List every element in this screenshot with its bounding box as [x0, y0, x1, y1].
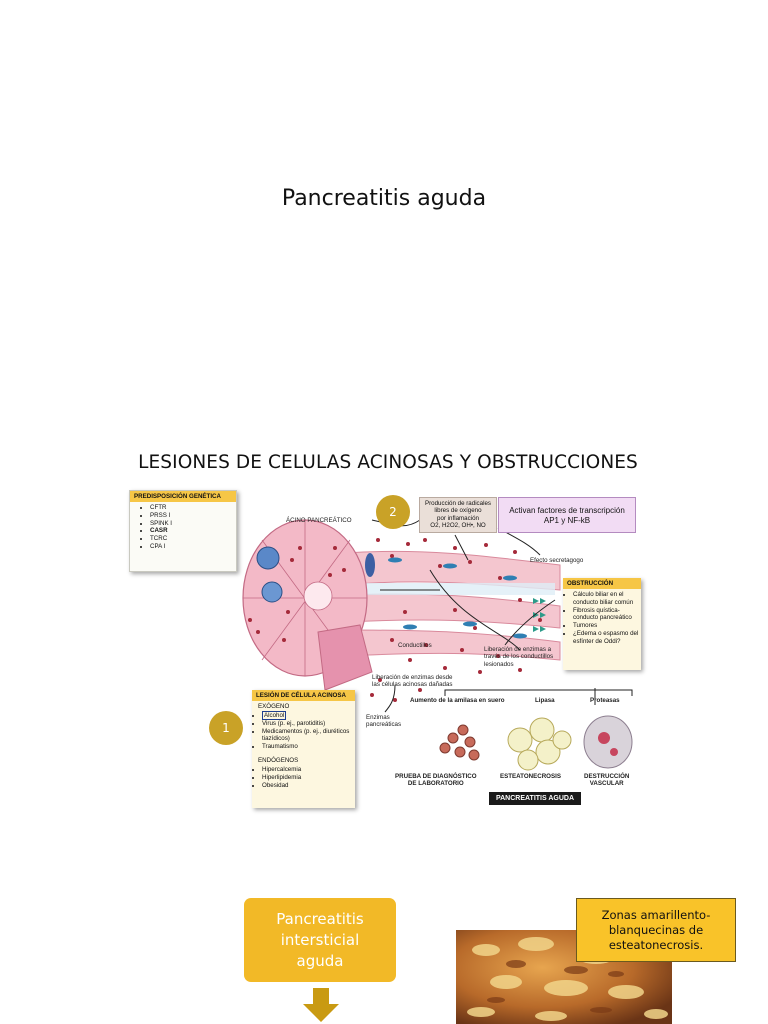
lipase-label: Lipasa — [535, 697, 555, 704]
gene-item: TCRC — [150, 535, 236, 543]
step-1-marker: 1 — [209, 711, 243, 745]
fat-necrosis-note: Zonas amarillento-blanquecinas de esteat… — [576, 898, 736, 962]
lab-test-line: PRUEBA DE DIAGNÓSTICO — [395, 773, 477, 780]
gene-item: PRSS I — [150, 512, 236, 520]
acinus-label: ÁCINO PANCREÁTICO — [286, 517, 352, 524]
obstruction-item: ¿Edema o espasmo del esfínter de Oddi? — [573, 630, 641, 646]
radicals-line: Producción de radicales — [424, 500, 492, 507]
endogenous-item: Hipercalcemia — [262, 766, 355, 774]
endogenous-list: Hipercalcemia Hiperlipidemia Obesidad — [252, 766, 355, 789]
outcome-box: PANCREATITIS AGUDA — [489, 792, 581, 805]
obstruction-item: Fibrosis quística-conducto pancreático — [573, 607, 641, 623]
cell-release-label: Liberación de enzimas desde las células … — [372, 674, 453, 689]
genetic-predisposition-header: PREDISPOSICIÓN GENÉTICA — [130, 491, 236, 502]
secretagogue-label: Efecto secretagogo — [530, 557, 584, 564]
alcohol-highlight: Alcohol — [262, 711, 287, 720]
down-arrow-icon — [303, 988, 339, 1022]
endogenous-label: ENDÓGENOS — [258, 756, 299, 764]
nucleus-3 — [365, 553, 375, 577]
radicals-box: Producción de radicales libres de oxígen… — [419, 497, 497, 533]
endogenous-item: Hiperlipidemia — [262, 774, 355, 782]
damaged-cells — [317, 624, 373, 691]
genetic-predisposition-card: PREDISPOSICIÓN GENÉTICA CFTR PRSS I SPIN… — [129, 490, 237, 572]
duct-release-line: Liberación de enzimas a — [484, 646, 552, 653]
vascular-line: DESTRUCCIÓN — [584, 773, 630, 780]
vascular-label: DESTRUCCIÓN VASCULAR — [584, 773, 629, 788]
acinar-injury-card: LESIÓN DE CÉLULA ACINOSA EXÓGENO Alcohol… — [252, 690, 355, 808]
radicals-line: por inflamación — [437, 514, 479, 522]
lab-test-line: DE LABORATORIO — [407, 780, 464, 788]
exogenous-list: Alcohol Virus (p. ej., parotiditis) Medi… — [252, 711, 355, 751]
transcription-line: Activan factores de transcripción — [509, 506, 625, 515]
amylase-label: Aumento de la amilasa en suero — [410, 697, 505, 704]
gene-item: CPA I — [150, 543, 236, 551]
duct-release-label: Liberación de enzimas a través de los co… — [484, 646, 553, 668]
obstruction-item: Cálculo biliar en el conducto biliar com… — [573, 591, 641, 607]
exogenous-label: EXÓGENO — [258, 703, 290, 710]
slide1-title: Pancreatitis aguda — [281, 186, 487, 211]
proteases-label: Proteasas — [590, 697, 620, 704]
gene-item: CASR — [150, 527, 236, 535]
obstruction-item: Tumores — [573, 622, 641, 630]
radicals-line: libres de oxígeno — [434, 507, 482, 515]
acinar-injury-header: LESIÓN DE CÉLULA ACINOSA — [252, 690, 355, 701]
obstruction-header: OBSTRUCCIÓN — [563, 578, 641, 589]
transcription-line: AP1 y NF-kB — [543, 516, 591, 525]
lab-test-cells — [439, 724, 480, 761]
endogenous-item: Obesidad — [262, 782, 355, 790]
acinus-lumen — [303, 581, 333, 611]
fat-necrosis-note-text: Zonas amarillento-blanquecinas de esteat… — [601, 907, 711, 952]
fat-necrosis-cells — [507, 717, 572, 771]
outcome-bracket — [444, 689, 633, 696]
duct-release-line: través de los conductillos — [484, 653, 554, 661]
pancreatic-enzymes-line: Enzimas — [366, 714, 390, 721]
duct-release-line: lesionados — [484, 660, 514, 668]
vascular-line: VASCULAR — [589, 780, 624, 788]
obstruction-list: Cálculo biliar en el conducto biliar com… — [563, 591, 641, 646]
gene-item: SPINK I — [150, 520, 236, 528]
pancreatic-enzymes-label: Enzimas pancreáticas — [366, 714, 401, 729]
obstruction-card: OBSTRUCCIÓN Cálculo biliar en el conduct… — [563, 578, 641, 670]
exogenous-item: Virus (p. ej., parotiditis) — [262, 720, 355, 728]
interstitial-pancreatitis-box: Pancreatitis intersticial aguda — [244, 898, 396, 982]
vascular-destruction — [583, 715, 633, 769]
duct-channel — [345, 583, 555, 595]
gene-item: CFTR — [150, 504, 236, 512]
exogenous-item: Alcohol — [262, 711, 355, 720]
ductules-label: Conductillos — [398, 642, 432, 649]
cell-release-line: Liberación de enzimas desde — [372, 674, 453, 681]
duct-lower — [344, 629, 561, 661]
step-2-marker: 2 — [376, 495, 410, 529]
radicals-line: O2, H2O2, OH•, NO — [430, 522, 486, 530]
nucleus-2 — [261, 581, 283, 603]
exogenous-item: Traumatismo — [262, 743, 355, 751]
zymogen-granules — [248, 538, 542, 702]
slide2-title: LESIONES DE CELULAS ACINOSAS Y OBSTRUCCI… — [138, 452, 638, 473]
nucleus-1 — [256, 546, 280, 570]
fat-necrosis-label: ESTEATONECROSIS — [500, 773, 561, 780]
interstitial-pancreatitis-text: Pancreatitis intersticial aguda — [276, 909, 364, 970]
lab-test-label: PRUEBA DE DIAGNÓSTICO DE LABORATORIO — [395, 773, 477, 788]
duct-cells — [388, 557, 527, 639]
transcription-box: Activan factores de transcripción AP1 y … — [498, 497, 636, 533]
exogenous-item: Medicamentos (p. ej., diuréticos tiazídi… — [262, 728, 355, 744]
secretagogue-markers — [533, 598, 546, 632]
cell-release-line: las células acinosas dañadas — [372, 681, 453, 689]
pancreatic-enzymes-line: pancreáticas — [366, 721, 402, 729]
genetic-list: CFTR PRSS I SPINK I CASR TCRC CPA I — [130, 504, 236, 551]
